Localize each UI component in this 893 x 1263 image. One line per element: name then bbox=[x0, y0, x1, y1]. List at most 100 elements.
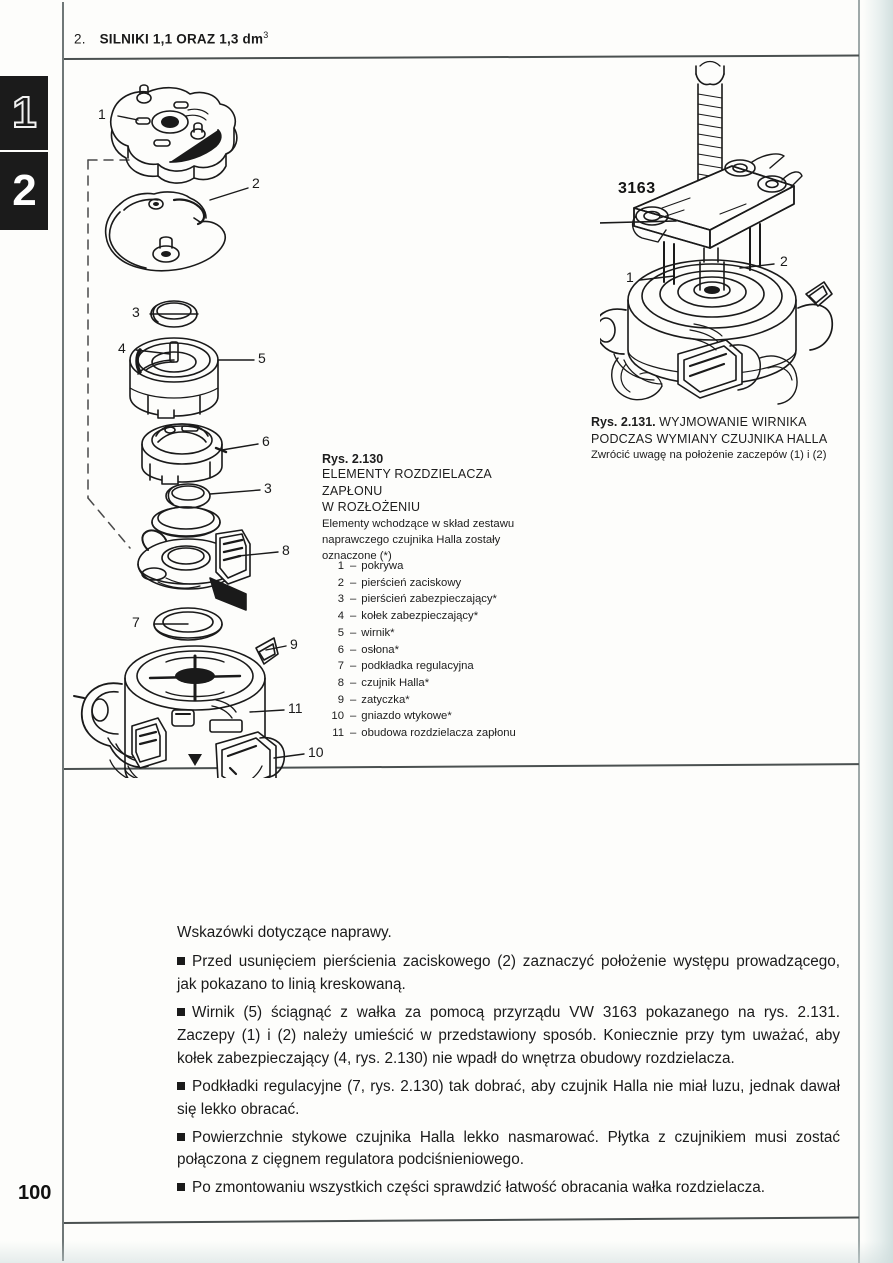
callout-9: 9 bbox=[290, 636, 298, 652]
repair-notes-body: Wskazówki dotyczące naprawy. Przed usuni… bbox=[177, 922, 840, 1205]
callout-2: 2 bbox=[252, 175, 260, 191]
figure-2131-caption: Rys. 2.131. WYJMOWANIE WIRNIKA PODCZAS W… bbox=[591, 414, 859, 463]
tool-number-label: 3163 bbox=[618, 180, 656, 197]
footer-rule bbox=[63, 1216, 859, 1224]
callout-4: 4 bbox=[118, 340, 126, 356]
body-bullet-text: Podkładki regulacyjne (7, rys. 2.130) ta… bbox=[177, 1077, 840, 1118]
legend-item: 11–obudowa rozdzielacza zapłonu bbox=[322, 725, 516, 742]
legend-dash: – bbox=[350, 576, 357, 589]
legend-dash: – bbox=[350, 677, 357, 690]
legend-index: 11 bbox=[332, 727, 344, 740]
legend-item: 10–gniazdo wtykowe* bbox=[322, 708, 516, 725]
index-tab-1-label: 1 bbox=[11, 88, 38, 137]
legend-item: 1–pokrywa bbox=[322, 558, 516, 575]
index-tab-2-label: 2 bbox=[12, 166, 37, 215]
page-frame-left-line bbox=[62, 2, 64, 1261]
legend-index: 3 bbox=[337, 593, 344, 606]
figure-2130-title-line1: ELEMENTY ROZDZIELACZA ZAPŁONU bbox=[322, 467, 492, 498]
index-tab-1[interactable]: 1 bbox=[0, 76, 48, 150]
legend-index: 2 bbox=[337, 576, 344, 589]
legend-index: 7 bbox=[337, 660, 344, 673]
scan-edge-shadow-bottom bbox=[0, 1241, 893, 1263]
callout-3-upper: 3 bbox=[132, 304, 140, 320]
legend-item: 3–pierścień zabezpieczający* bbox=[322, 591, 516, 608]
bullet-square-icon bbox=[177, 1183, 185, 1192]
legend-label: podkładka regulacyjna bbox=[361, 660, 474, 673]
body-bullet: Po zmontowaniu wszystkich części sprawdz… bbox=[177, 1177, 840, 1200]
legend-item: 9–zatyczka* bbox=[322, 692, 516, 709]
chapter-header: 2. SILNIKI 1,1 ORAZ 1,3 dm3 bbox=[74, 30, 268, 47]
body-bullet-text: Przed usunięciem pierścienia zaciskowego… bbox=[177, 952, 840, 993]
legend-index: 1 bbox=[337, 560, 344, 572]
body-bullet: Podkładki regulacyjne (7, rys. 2.130) ta… bbox=[177, 1076, 840, 1122]
figure-2130-exploded-distributor: 1 2 3 4 5 6 3 8 7 9 11 10 bbox=[70, 78, 345, 778]
figure-2130-legend: 1–pokrywa 2–pierścień zaciskowy 3–pierśc… bbox=[322, 558, 516, 742]
index-tab-2[interactable]: 2 bbox=[0, 152, 48, 230]
body-bullet: Przed usunięciem pierścienia zaciskowego… bbox=[177, 951, 840, 997]
callout-10: 10 bbox=[308, 744, 324, 760]
legend-item: 4–kołek zabezpieczający* bbox=[322, 608, 516, 625]
legend-dash: – bbox=[350, 643, 357, 656]
callout-right-1: 1 bbox=[626, 269, 634, 285]
callout-5: 5 bbox=[258, 350, 266, 366]
legend-label: kołek zabezpieczający* bbox=[361, 610, 479, 623]
legend-item: 5–wirnik* bbox=[322, 625, 516, 642]
legend-item: 7–podkładka regulacyjna bbox=[322, 658, 516, 675]
legend-dash: – bbox=[350, 610, 357, 623]
legend-label: pierścień zabezpieczający* bbox=[361, 593, 497, 606]
legend-label: wirnik* bbox=[361, 626, 395, 639]
legend-item: 8–czujnik Halla* bbox=[322, 675, 516, 692]
legend-label: pierścień zaciskowy bbox=[361, 576, 462, 589]
figure-2130-title-line2: W ROZŁOŻENIU bbox=[322, 500, 421, 514]
scan-edge-shadow-right bbox=[863, 0, 893, 1263]
callout-11: 11 bbox=[288, 700, 303, 716]
body-bullet: Powierzchnie stykowe czujnika Halla lekk… bbox=[177, 1127, 840, 1173]
figure-2130-note-line2: naprawczego czujnika Halla zostały bbox=[322, 533, 501, 546]
legend-dash: – bbox=[350, 693, 357, 706]
legend-item: 2–pierścień zaciskowy bbox=[322, 575, 516, 592]
figure-2131-rotor-puller: 3163 1 2 bbox=[600, 58, 868, 413]
legend-dash: – bbox=[350, 593, 357, 606]
body-bullet-text: Po zmontowaniu wszystkich części sprawdz… bbox=[192, 1179, 766, 1197]
body-bullet-text: Powierzchnie stykowe czujnika Halla lekk… bbox=[177, 1128, 840, 1169]
figure-2131-note: Zwrócić uwagę na położenie zaczepów (1) … bbox=[591, 449, 827, 461]
page-frame-right-line bbox=[858, 0, 860, 1263]
bullet-square-icon bbox=[177, 1007, 185, 1016]
body-bullet: Wirnik (5) ściągnąć z wałka za pomocą pr… bbox=[177, 1002, 840, 1071]
body-lead: Wskazówki dotyczące naprawy. bbox=[177, 924, 392, 941]
bullet-square-icon bbox=[177, 956, 185, 965]
legend-index: 4 bbox=[337, 610, 344, 623]
legend-index: 9 bbox=[337, 693, 344, 706]
bullet-square-icon bbox=[177, 1132, 185, 1141]
legend-index: 8 bbox=[337, 677, 344, 690]
legend-label: pokrywa bbox=[361, 560, 404, 572]
figure-2130-note-line3: oznaczone (*) bbox=[322, 549, 392, 562]
legend-label: zatyczka* bbox=[361, 693, 410, 706]
callout-6: 6 bbox=[262, 433, 270, 449]
chapter-title: SILNIKI 1,1 ORAZ 1,3 dm bbox=[99, 31, 264, 47]
figure-2130-id: Rys. 2.130 bbox=[322, 452, 384, 466]
legend-label: gniazdo wtykowe* bbox=[361, 710, 452, 723]
legend-index: 6 bbox=[337, 643, 344, 656]
legend-label: osłona* bbox=[361, 643, 399, 656]
figure-2131-title-line1: WYJMOWANIE WIRNIKA bbox=[659, 415, 807, 429]
legend-index: 5 bbox=[337, 626, 344, 639]
chapter-title-superscript: 3 bbox=[263, 30, 269, 40]
figure-2131-title-line2: PODCZAS WYMIANY CZUJNIKA HALLA bbox=[591, 431, 828, 446]
legend-dash: – bbox=[350, 660, 357, 673]
callout-8: 8 bbox=[282, 542, 290, 558]
figure-2130-caption: Rys. 2.130 ELEMENTY ROZDZIELACZA ZAPŁONU… bbox=[322, 452, 547, 564]
legend-item: 6–osłona* bbox=[322, 642, 516, 659]
bullet-square-icon bbox=[177, 1081, 185, 1090]
callout-7: 7 bbox=[132, 614, 140, 630]
legend-index: 10 bbox=[331, 710, 344, 723]
figure-2130-note-line1: Elementy wchodzące w skład zestawu bbox=[322, 517, 515, 530]
legend-dash: – bbox=[350, 626, 357, 639]
legend-label: czujnik Halla* bbox=[361, 677, 430, 690]
figure-2131-id: Rys. 2.131. bbox=[591, 415, 656, 429]
page-number: 100 bbox=[18, 1182, 52, 1204]
legend-dash: – bbox=[350, 560, 357, 572]
callout-1: 1 bbox=[98, 106, 106, 122]
callout-right-2: 2 bbox=[780, 253, 788, 269]
